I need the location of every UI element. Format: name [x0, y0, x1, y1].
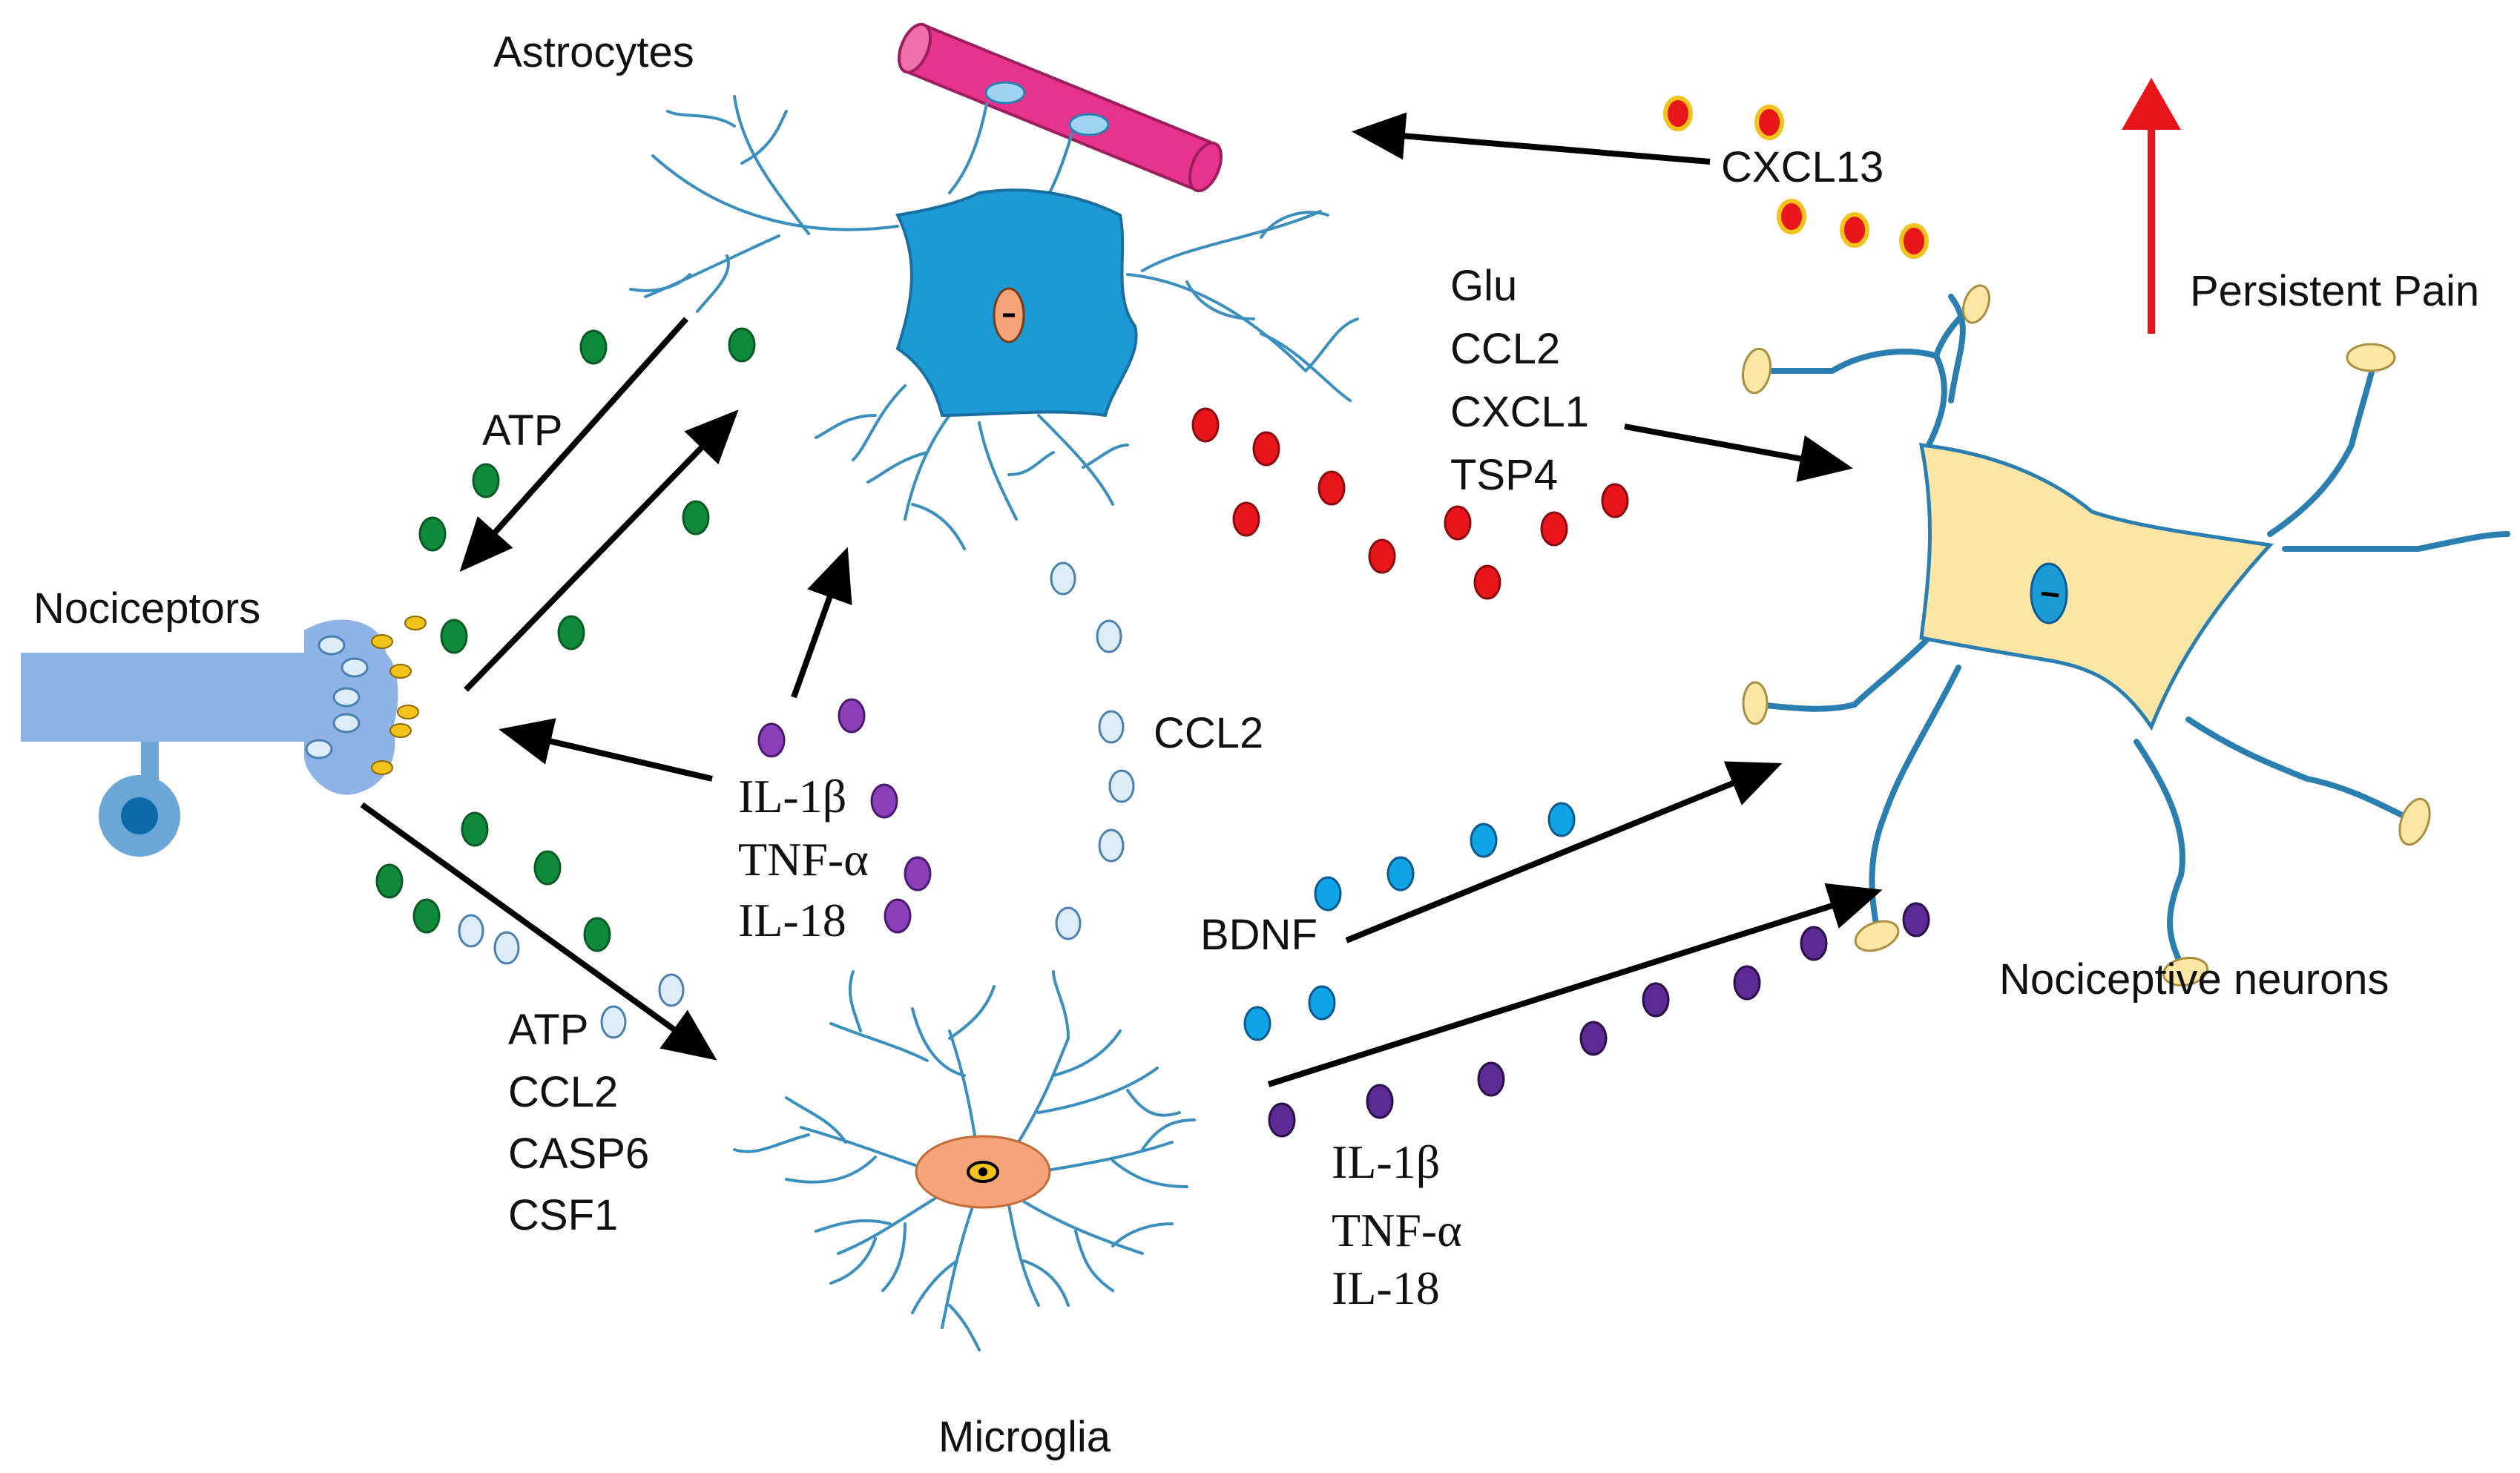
- label-cyto-right-2: IL-18: [1332, 1262, 1440, 1314]
- label-cyto-center-2: IL-18: [738, 894, 846, 946]
- label-astro-out-3: TSP4: [1450, 451, 1558, 499]
- label-noci-out-0: ATP: [508, 1006, 589, 1054]
- nociceptor-terminal-icon: [21, 616, 427, 857]
- arrows: [360, 78, 2181, 1087]
- label-cyto-right-0: IL-1β: [1332, 1136, 1440, 1188]
- label-cxcl13: CXCL13: [1721, 143, 1884, 191]
- light-blue-dots: [458, 561, 1135, 1039]
- neuron-cell-icon: [1742, 284, 2510, 986]
- label-astro-out-1: CCL2: [1450, 325, 1560, 373]
- label-nociceptive-neurons: Nociceptive neurons: [1999, 955, 2389, 1004]
- label-astro-out-0: Glu: [1450, 262, 1517, 310]
- red-dots: [1191, 407, 1629, 600]
- purple-dots: [757, 698, 932, 934]
- blood-vessel-icon: [898, 22, 1223, 193]
- green-atp-dots: [375, 327, 756, 952]
- label-cyto-center-0: IL-1β: [738, 770, 846, 823]
- label-astro-out-2: CXCL1: [1450, 388, 1589, 436]
- microglia-cell-icon: [733, 970, 1196, 1351]
- labels: Astrocytes Nociceptors Microglia Nocicep…: [33, 28, 2479, 1461]
- label-noci-out-2: CASP6: [508, 1130, 649, 1178]
- label-persistent-pain: Persistent Pain: [2190, 267, 2479, 315]
- label-ccl2-mid: CCL2: [1154, 709, 1263, 757]
- label-microglia: Microglia: [938, 1413, 1111, 1461]
- label-atp-top: ATP: [482, 406, 563, 455]
- label-noci-out-3: CSF1: [508, 1191, 618, 1239]
- astrocyte-cell-icon: [629, 95, 1359, 550]
- label-astrocytes: Astrocytes: [493, 28, 694, 76]
- label-noci-out-1: CCL2: [508, 1068, 618, 1116]
- dark-purple-dots: [1268, 902, 1930, 1138]
- cyan-bdnf-dots: [1243, 802, 1576, 1041]
- label-cyto-right-1: TNF-α: [1332, 1204, 1462, 1256]
- label-cyto-center-1: TNF-α: [738, 833, 869, 886]
- yellow-red-dots: [1663, 96, 1929, 259]
- label-bdnf: BDNF: [1200, 911, 1317, 959]
- label-nociceptors: Nociceptors: [33, 584, 260, 633]
